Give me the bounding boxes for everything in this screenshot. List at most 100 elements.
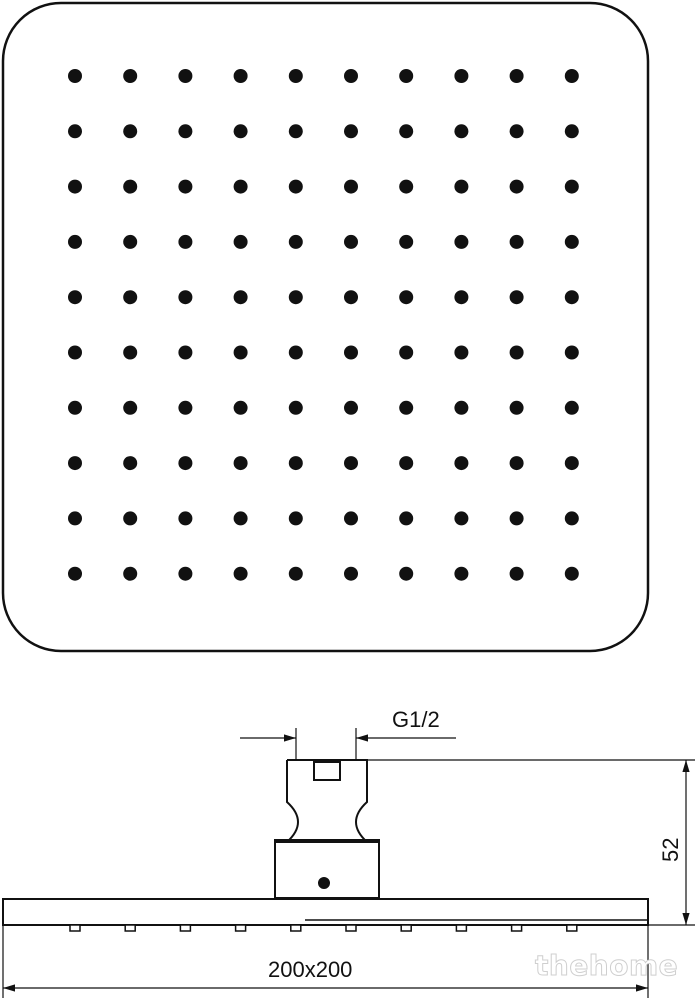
nozzle-dot <box>454 179 469 194</box>
nozzle-dot <box>233 400 248 415</box>
side-nozzle <box>234 924 247 932</box>
nozzle-dot <box>288 400 303 415</box>
nozzle-dot <box>344 566 358 581</box>
nozzle-dot <box>68 566 82 581</box>
connector-base <box>274 839 380 899</box>
nozzle-dot <box>123 69 138 83</box>
nozzle-dot <box>454 566 469 581</box>
nozzle-dot <box>178 179 193 194</box>
nozzle-dot <box>509 345 524 360</box>
nozzle-dot <box>68 179 82 194</box>
nozzle-dot <box>178 124 193 139</box>
nozzle-dot <box>454 345 469 360</box>
nozzle-dot <box>509 124 524 139</box>
side-nozzle <box>510 924 523 932</box>
side-nozzle <box>400 924 412 932</box>
shower-plate-outline <box>1 1 650 653</box>
nozzle-dot <box>288 345 303 360</box>
nozzle-dot <box>344 511 358 526</box>
nozzle-dot <box>509 400 524 415</box>
nozzle-dot <box>454 456 469 471</box>
nozzle-dot <box>123 400 138 415</box>
nozzle-dot <box>178 566 193 581</box>
nozzle-dot <box>454 400 469 415</box>
nozzle-dot <box>68 400 82 415</box>
nozzle-dot <box>344 69 358 83</box>
nozzle-dot <box>123 566 138 581</box>
nozzle-dot <box>454 511 469 526</box>
nozzle-dot <box>288 456 303 471</box>
nozzle-dot <box>178 345 193 360</box>
nozzle-dot <box>344 290 358 305</box>
nozzle-dot <box>123 124 138 139</box>
nozzle-dot <box>288 290 303 305</box>
side-plate <box>2 898 649 926</box>
nozzle-dot <box>344 179 358 194</box>
nozzle-dot <box>178 234 193 249</box>
nozzle-dot <box>509 566 524 581</box>
nozzle-dot <box>564 179 579 194</box>
side-nozzle <box>69 924 81 932</box>
nozzle-dot <box>178 290 193 305</box>
nozzle-dot <box>178 511 193 526</box>
side-nozzle <box>455 924 468 932</box>
side-nozzle <box>345 924 357 932</box>
side-nozzle <box>124 924 136 932</box>
nozzle-dot <box>288 69 303 83</box>
nozzle-dot <box>123 290 138 305</box>
nozzle-dot <box>509 456 524 471</box>
nozzle-dot <box>399 400 414 415</box>
nozzle-dot <box>233 511 248 526</box>
nozzle-dot <box>68 345 82 360</box>
nozzle-dot <box>509 179 524 194</box>
nozzle-dot <box>123 456 138 471</box>
nozzle-dot <box>178 400 193 415</box>
nozzle-dot <box>509 234 524 249</box>
nozzle-dot <box>233 345 248 360</box>
nozzle-dot <box>288 511 303 526</box>
nozzle-dot <box>564 511 579 526</box>
nozzle-dot <box>344 456 358 471</box>
nozzle-dot <box>399 511 414 526</box>
nozzle-dot <box>68 290 82 305</box>
nozzle-dot <box>509 290 524 305</box>
nozzle-dot <box>68 456 82 471</box>
nozzle-dot <box>233 179 248 194</box>
set-screw-icon <box>318 877 330 889</box>
height-label: 52 <box>658 838 683 862</box>
nozzle-dot <box>564 69 579 83</box>
nozzle-dot <box>233 566 248 581</box>
nozzle-dot <box>123 345 138 360</box>
nozzle-dot <box>399 345 414 360</box>
side-nozzle <box>566 924 578 932</box>
nozzle-dot <box>564 456 579 471</box>
nozzle-dot <box>123 179 138 194</box>
nozzle-dot <box>288 566 303 581</box>
side-nozzle-row <box>69 924 578 932</box>
nozzle-dot <box>233 290 248 305</box>
nozzle-dot <box>509 69 524 83</box>
side-nozzle <box>290 924 302 932</box>
nozzle-dot <box>399 566 414 581</box>
nozzle-dot <box>399 290 414 305</box>
thread-size-label: G1/2 <box>392 707 440 732</box>
nozzle-dot <box>454 69 469 83</box>
nozzle-dot <box>564 124 579 139</box>
nozzle-grid <box>68 69 579 581</box>
nozzle-dot <box>344 400 358 415</box>
nozzle-dot <box>454 234 469 249</box>
nozzle-dot <box>68 511 82 526</box>
nozzle-dot <box>399 456 414 471</box>
nozzle-dot <box>564 234 579 249</box>
side-view <box>2 728 695 998</box>
nozzle-dot <box>288 124 303 139</box>
nozzle-dot <box>564 345 579 360</box>
nozzle-dot <box>178 69 193 83</box>
side-nozzle <box>179 924 192 932</box>
nozzle-dot <box>454 290 469 305</box>
nozzle-dot <box>454 124 469 139</box>
nozzle-dot <box>509 511 524 526</box>
nozzle-dot <box>288 179 303 194</box>
width-label: 200x200 <box>268 957 352 982</box>
nozzle-dot <box>178 456 193 471</box>
